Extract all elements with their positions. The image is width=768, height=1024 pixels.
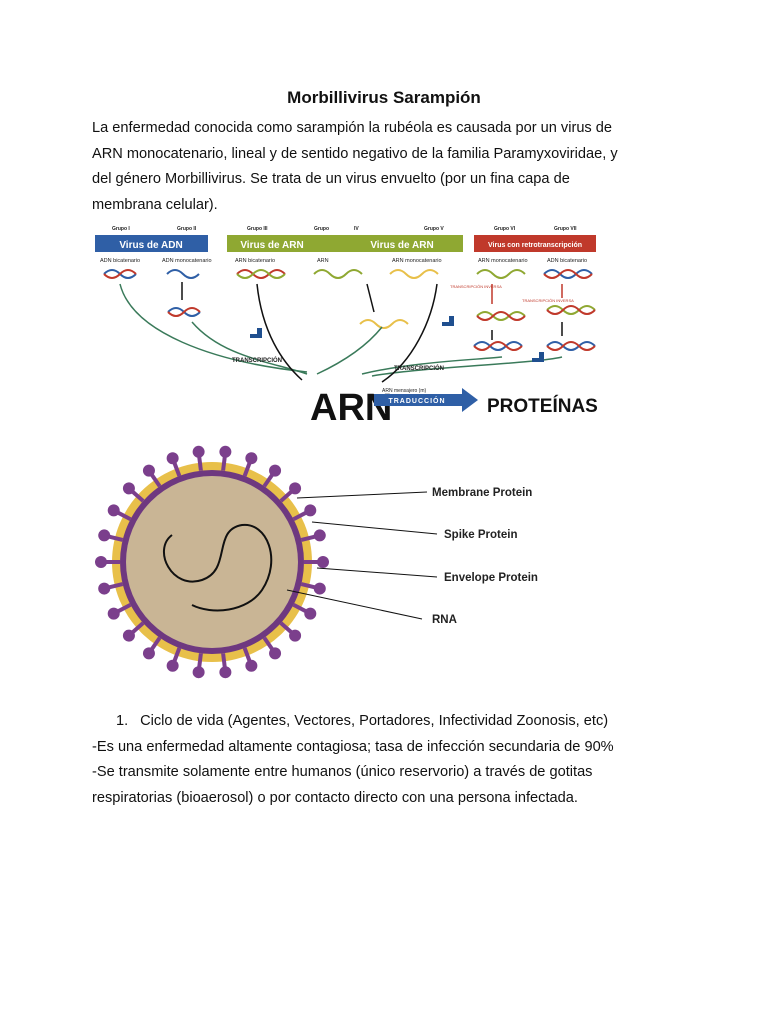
transcription-arrows (119, 283, 563, 377)
banner-retro-label: Virus con retrotranscripción (488, 242, 582, 249)
helix-icons (103, 269, 596, 351)
callout-lines (286, 491, 438, 620)
group-label: Grupo I (112, 226, 130, 232)
spike-head (269, 647, 282, 660)
virus-particle (95, 445, 329, 679)
group-label: Grupo III (247, 226, 268, 232)
spike-head (219, 666, 232, 679)
label-spike-protein: Spike Protein (444, 529, 518, 541)
spike-head (317, 556, 329, 568)
virus-structure-diagram: Membrane Protein Spike Protein Envelope … (95, 445, 538, 679)
spike-head (245, 659, 258, 672)
spike-head (107, 504, 120, 517)
transcripcion-label: TRANSCRIPCIÓN (232, 356, 282, 364)
label-rna: RNA (432, 614, 457, 626)
spike-head (304, 607, 317, 620)
banner-arn-label-1: Virus de ARN (240, 240, 303, 251)
spike-head (192, 666, 205, 679)
intro-line: del género Morbillivirus. Se trata de un… (92, 171, 570, 187)
group-label: Grupo VI (494, 226, 516, 232)
black-arrows (181, 282, 563, 383)
list-item: 1. Ciclo de vida (Agentes, Vectores, Por… (92, 709, 692, 735)
arn-big-label: ARN (310, 387, 392, 429)
sublabel: ADN bicatenario (547, 258, 587, 264)
sublabel: ADN bicatenario (100, 258, 140, 264)
group-label: Grupo V (424, 226, 444, 232)
spike-head (142, 647, 155, 660)
group-label: Grupo (314, 226, 329, 232)
banner-adn (95, 235, 208, 252)
label-envelope-protein: Envelope Protein (444, 572, 538, 584)
sublabel: ARN monocatenario (392, 258, 442, 264)
baltimore-diagram: Grupo I Grupo II Grupo III Grupo IV Grup… (95, 226, 598, 429)
spike-head (122, 629, 135, 642)
sublabel: ARN monocatenario (478, 258, 528, 264)
traduccion-label: TRADUCCIÓN (388, 396, 445, 405)
spike-head (313, 529, 326, 542)
bullet-line: -Se transmite solamente entre humanos (ú… (92, 764, 593, 780)
transcripcion-inversa-label: TRANSCRIPCIÓN INVERSA (522, 298, 574, 303)
page-title: Morbillivirus Sarampión (287, 88, 481, 107)
spike-head (166, 452, 179, 465)
rna-strand (162, 523, 273, 612)
banner-arn-label-2: Virus de ARN (370, 240, 433, 251)
spike-head (304, 504, 317, 517)
spike-head (98, 582, 111, 595)
bullet-line: respiratorias (bioaerosol) o por contact… (92, 789, 578, 806)
group-label: Grupo II (177, 226, 197, 232)
traduccion-arrow (374, 388, 478, 412)
transcripcion-label: TRANSCRIPCIÓN (394, 364, 444, 372)
intro-paragraph: La enfermedad conocida como sarampión la… (92, 116, 682, 218)
intro-line: membrana celular). (92, 196, 218, 213)
spike-head (122, 482, 135, 495)
transcripcion-inversa-label: TRANSCRIPCIÓN INVERSA (450, 284, 502, 289)
sublabel: ARN (317, 258, 329, 264)
list-number: 1. (116, 713, 129, 729)
list-item-text: Ciclo de vida (Agentes, Vectores, Portad… (140, 713, 609, 729)
label-membrane-protein: Membrane Protein (432, 487, 532, 499)
banner-retro (474, 235, 596, 252)
spike-head (219, 445, 232, 458)
arn-mensajero-label: ARN mensajero (m) (382, 388, 427, 394)
life-cycle-section: 1. Ciclo de vida (Agentes, Vectores, Por… (92, 709, 692, 811)
spike-head (166, 659, 179, 672)
spike-head (245, 452, 258, 465)
proteinas-label: PROTEÍNAS (487, 395, 598, 417)
group-label: Grupo VII (554, 226, 577, 232)
spike-head (289, 629, 302, 642)
group-label: IV (354, 226, 359, 232)
enzyme-icons (250, 316, 544, 362)
intro-line: ARN monocatenario, lineal y de sentido n… (92, 145, 618, 162)
spike-head (269, 464, 282, 477)
intro-line: La enfermedad conocida como sarampión la… (92, 120, 613, 136)
bullet-line: -Es una enfermedad altamente contagiosa;… (92, 738, 614, 755)
sublabel: ARN bicatenario (235, 258, 275, 264)
banner-arn (227, 235, 463, 252)
spike-head (192, 445, 205, 458)
spike-head (142, 464, 155, 477)
spike-head (107, 607, 120, 620)
spike-head (95, 556, 107, 568)
spike-head (289, 482, 302, 495)
banner-adn-label: Virus de ADN (119, 240, 182, 251)
sublabel: ADN monocatenario (162, 258, 212, 264)
spike-head (313, 582, 326, 595)
spike-head (98, 529, 111, 542)
red-arrows (491, 284, 563, 304)
